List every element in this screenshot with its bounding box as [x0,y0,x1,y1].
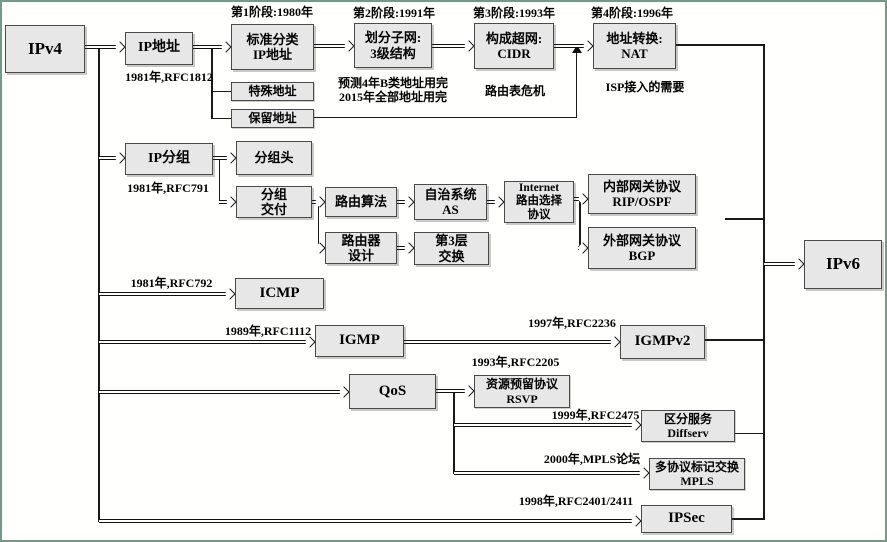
node-internet-routing-protocol: Internet 路由选择 协议 [504,181,574,223]
arrow-trunk-to-igmp [99,337,315,348]
arrow-branch-to-routerdesign [316,243,325,254]
node-packet-delivery: 分组 交付 [236,186,312,218]
node-mpls: 多协议标记交换 MPLS [649,458,745,490]
node-qos: QoS [349,374,436,409]
label-stage4: 第4阶段:1996年 [591,6,673,20]
arrow-as-to-inetrouting [487,197,504,208]
node-rsvp: 资源预留协议 RSVP [474,375,570,408]
node-autonomous-system: 自治系统 AS [414,184,487,220]
node-standard-classful-ip: 标准分类 IP地址 [231,24,314,70]
label-rfc1812: 1981年,RFC1812 [125,70,213,84]
arrow-subnet-to-cidr [432,41,474,52]
arrow-branch-to-mpls [454,468,649,479]
label-rfc2401: 1998年,RFC2401/2411 [518,494,634,508]
arrow-branch-to-diffserv [454,420,641,431]
arrow-delivery-to-routingalg [312,197,325,208]
node-ip-address: IP地址 [125,32,193,65]
node-nat: 地址转换: NAT [593,23,676,69]
connector-reserved-to-nat-v [575,52,578,118]
label-rfc1112: 1989年,RFC1112 [224,324,312,338]
connector-reserved-to-nat-h [314,116,577,119]
label-mpls-forum: 2000年,MPLS论坛 [543,452,641,466]
connector-diffserv-to-collector [735,432,764,435]
arrow-trunk-to-ippacket [99,153,125,164]
connector-qos-branch [453,390,455,474]
arrow-routerdesign-to-l3 [397,243,414,254]
node-icmp: ICMP [235,278,324,309]
label-routing-table-crisis: 路由表危机 [484,84,545,98]
arrow-stdclass-to-subnet [314,41,354,52]
arrow-inetrouting-to-igp [574,194,588,205]
connector-packet-branch [218,157,221,203]
arrow-igmp-to-igmpv2 [404,337,620,348]
node-ipv4: IPv4 [5,25,85,73]
connector-trunk [98,46,100,522]
node-ipv6: IPv6 [804,240,882,289]
arrow-branch-to-egp [578,243,588,254]
connector-addr-branch [211,46,213,119]
connector-igmpv2-to-collector [705,339,764,341]
node-igp-rip-ospf: 内部网关协议 RIP/OSPF [588,174,696,214]
arrow-trunk-to-qos [99,387,349,398]
label-rfc792: 1981年,RFC792 [130,276,213,290]
arrow-collector-to-ipv6 [764,259,804,270]
arrow-trunk-to-ipsec [99,516,641,527]
node-ipsec: IPSec [641,505,732,533]
node-subnetting: 划分子网: 3级结构 [354,23,432,68]
label-b-class-exhaust: 预测4年B类地址用完 2015年全部地址用完 [337,76,448,105]
node-diffserv: 区分服务 Diffserv [641,410,735,442]
node-routing-algorithm: 路由算法 [325,187,397,217]
label-stage1: 第1阶段:1980年 [231,5,313,19]
label-stage2: 第2阶段:1991年 [353,6,435,20]
arrow-cidr-to-nat [554,41,593,52]
node-igmpv2: IGMPv2 [620,325,705,359]
node-egp-bgp: 外部网关协议 BGP [588,227,696,269]
node-igmp: IGMP [315,325,404,357]
arrow-qos-to-rsvp [436,386,474,397]
arrow-ippacket-to-header [213,153,236,164]
connector-igp-to-collector [725,218,764,220]
arrow-ipaddr-to-stdclass [193,42,231,53]
label-rfc2236: 1997年,RFC2236 [528,316,616,330]
connector-delivery-branch [317,201,320,249]
arrow-ipv4-to-ipaddr [85,42,125,53]
label-stage3: 第3阶段:1993年 [473,6,555,20]
connector-nat-to-collector [676,44,764,46]
connector-reserved-stub [212,117,232,120]
node-layer3-switching: 第3层 交换 [414,232,489,265]
node-router-design: 路由器 设计 [325,232,397,264]
connector-igp-branch [579,198,581,249]
connector-ipsec-to-collector [732,518,764,520]
connector-special-stub [212,90,232,93]
label-rfc2475: 1999年,RFC2475 [551,408,640,422]
arrow-branch-to-delivery [219,197,236,208]
node-packet-header: 分组头 [236,141,312,175]
arrow-routingalg-to-as [397,197,414,208]
arrow-trunk-to-icmp [99,289,235,300]
node-ip-packet: IP分组 [125,143,213,175]
label-rfc791: 1981年,RFC791 [127,181,209,195]
label-isp-need: ISP接入的需要 [605,80,685,94]
node-reserved-address: 保留地址 [231,109,314,128]
node-cidr: 构成超网: CIDR [474,23,554,69]
label-rfc2205: 1993年,RFC2205 [471,355,560,369]
node-special-address: 特殊地址 [231,82,314,101]
connector-collector [763,44,765,520]
